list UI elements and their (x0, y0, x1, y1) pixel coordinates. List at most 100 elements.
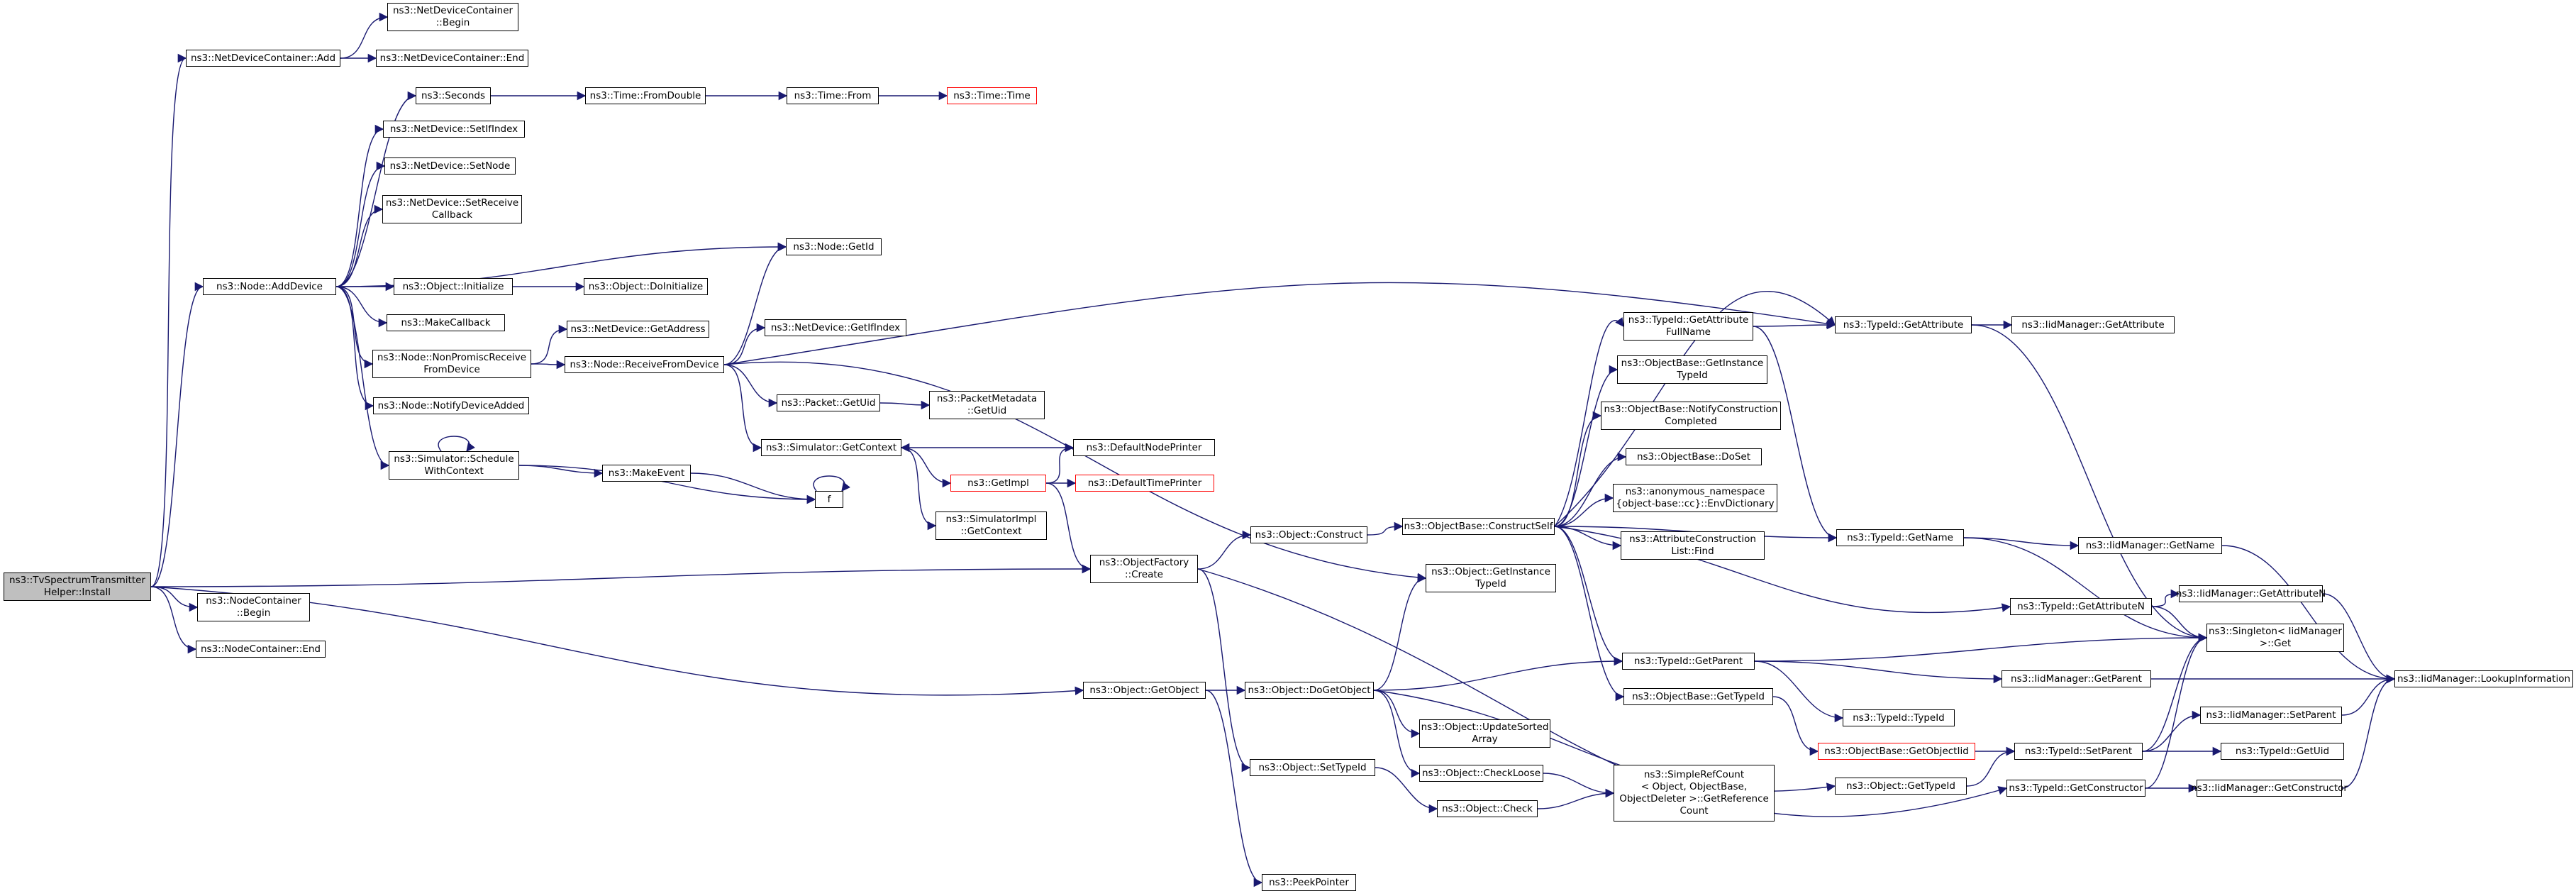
node-def-node-pr[interactable]: ns3::DefaultNodePrinter (1073, 439, 1215, 456)
edge-root-to-add-device (150, 282, 204, 587)
node-construct-self[interactable]: ns3::ObjectBase::ConstructSelf (1402, 518, 1555, 535)
node-recv-from[interactable]: ns3::Node::ReceiveFromDevice (565, 356, 724, 373)
node-obj-init[interactable]: ns3::Object::Initialize (394, 278, 513, 295)
node-tid-get-parent[interactable]: ns3::TypeId::GetParent (1622, 653, 1755, 670)
node-iid-get-parent[interactable]: ns3::IidManager::GetParent (2002, 670, 2151, 687)
node-obj-do-init[interactable]: ns3::Object::DoInitialize (584, 278, 708, 295)
edge-add-device-to-notify-added (335, 286, 374, 411)
edge-tid-get-cons-to-singleton (2145, 633, 2208, 789)
node-tid-get-uid[interactable]: ns3::TypeId::GetUid (2221, 743, 2344, 760)
node-get-addr[interactable]: ns3::NetDevice::GetAddress (567, 321, 709, 338)
node-time-time[interactable]: ns3::Time::Time (947, 87, 1037, 104)
edge-construct-self-to-do-set (1554, 452, 1627, 527)
node-node-get-id[interactable]: ns3::Node::GetId (786, 238, 882, 255)
node-tid-get-attr-n[interactable]: ns3::TypeId::GetAttributeN (2010, 598, 2152, 615)
node-simple-ref[interactable]: ns3::SimpleRefCount < Object, ObjectBase… (1614, 765, 1775, 822)
node-sim-impl-ctx[interactable]: ns3::SimulatorImpl ::GetContext (936, 511, 1047, 540)
node-seconds[interactable]: ns3::Seconds (416, 87, 491, 104)
node-upd-sorted[interactable]: ns3::Object::UpdateSorted Array (1419, 719, 1550, 748)
node-ndc-begin[interactable]: ns3::NetDeviceContainer ::Begin (387, 3, 518, 31)
node-do-set[interactable]: ns3::ObjectBase::DoSet (1626, 448, 1762, 465)
node-notify-added[interactable]: ns3::Node::NotifyDeviceAdded (373, 397, 529, 414)
node-node-cont-begin[interactable]: ns3::NodeContainer ::Begin (197, 593, 310, 621)
edge-tid-get-parent-to-singleton (1754, 633, 2208, 662)
node-iid-get-cons[interactable]: ns3::IidManager::GetConstructor (2191, 780, 2348, 797)
edge-recv-from-to-tid-get-attr (723, 282, 1836, 365)
node-set-recv[interactable]: ns3::NetDevice::SetReceive Callback (382, 195, 522, 223)
node-add-device[interactable]: ns3::Node::AddDevice (203, 278, 336, 295)
edge-non-promisc-to-get-addr (531, 324, 568, 365)
edge-tid-get-parent-to-iid-get-parent (1754, 660, 2003, 684)
edge-tid-get-attr-to-singleton (1971, 324, 2208, 643)
node-def-time-pr[interactable]: ns3::DefaultTimePrinter (1075, 475, 1214, 492)
node-obj-set-tid[interactable]: ns3::Object::SetTypeId (1250, 759, 1375, 776)
edge-iid-set-parent-to-lookup-info (2341, 674, 2396, 716)
node-tid-get-attr[interactable]: ns3::TypeId::GetAttribute (1835, 316, 1972, 333)
node-from-double[interactable]: ns3::Time::FromDouble (585, 87, 706, 104)
edge-non-promisc-to-recv-from (531, 360, 566, 370)
node-notify-cons[interactable]: ns3::ObjectBase::NotifyConstruction Comp… (1601, 402, 1781, 430)
node-tid-get-cons[interactable]: ns3::TypeId::GetConstructor (2006, 780, 2145, 797)
node-get-object-tid[interactable]: ns3::ObjectBase::GetObjectIid (1818, 743, 1975, 760)
edge-add-device-to-set-recv (335, 204, 384, 287)
node-tid-get-name[interactable]: ns3::TypeId::GetName (1836, 529, 1964, 546)
node-peek-ptr[interactable]: ns3::PeekPointer (1262, 874, 1356, 891)
node-node-cont-end[interactable]: ns3::NodeContainer::End (196, 641, 326, 658)
edge-ob-get-tid-to-get-object-tid (1772, 696, 1819, 756)
edge-recv-from-to-node-get-id (723, 242, 787, 365)
edge-attr-full-name-to-tid-get-name (1753, 326, 1838, 543)
node-obj-get-inst-tid[interactable]: ns3::Object::GetInstance TypeId (1426, 564, 1556, 592)
edge-iid-get-name-to-lookup-info (2221, 545, 2396, 684)
edge-construct-self-to-tid-get-attr (1554, 291, 1836, 527)
node-obj-get-tid[interactable]: ns3::Object::GetTypeId (1835, 778, 1967, 795)
node-set-if-index[interactable]: ns3::NetDevice::SetIfIndex (383, 121, 525, 138)
node-iid-get-attr-n[interactable]: ns3::IidManager::GetAttributeN (2176, 585, 2326, 602)
node-env-dict[interactable]: ns3::anonymous_namespace {object-base::c… (1613, 484, 1777, 512)
node-root[interactable]: ns3::TvSpectrumTransmitter Helper::Insta… (4, 573, 151, 601)
edge-tid-set-parent-to-singleton (2142, 633, 2208, 752)
node-pkt-uid[interactable]: ns3::Packet::GetUid (777, 394, 880, 411)
edge-add-device-to-set-node (335, 161, 386, 287)
node-lookup-info[interactable]: ns3::IidManager::LookupInformation (2394, 670, 2573, 687)
edge-tid-get-parent-to-tid-tid (1754, 660, 1844, 723)
node-sched-ctx[interactable]: ns3::Simulator::Schedule WithContext (389, 451, 519, 480)
node-pm-uid[interactable]: ns3::PacketMetadata ::GetUid (929, 391, 1045, 419)
node-iid-set-parent[interactable]: ns3::IidManager::SetParent (2200, 707, 2342, 724)
node-ndc-add[interactable]: ns3::NetDeviceContainer::Add (186, 50, 340, 67)
node-do-get-object[interactable]: ns3::Object::DoGetObject (1245, 682, 1374, 699)
edge-ndc-add-to-ndc-begin (340, 12, 389, 59)
edge-construct-self-to-tid-get-parent (1554, 526, 1623, 666)
node-singleton[interactable]: ns3::Singleton< IidManager >::Get (2206, 624, 2344, 652)
node-obj-get-object[interactable]: ns3::Object::GetObject (1083, 682, 1206, 699)
node-obj-check[interactable]: ns3::Object::Check (1437, 800, 1538, 817)
node-obj-check-loose[interactable]: ns3::Object::CheckLoose (1419, 765, 1543, 782)
node-ndc-end[interactable]: ns3::NetDeviceContainer::End (376, 50, 528, 67)
node-tid-set-parent[interactable]: ns3::TypeId::SetParent (2014, 743, 2143, 760)
node-make-cb[interactable]: ns3::MakeCallback (387, 314, 505, 331)
node-tid-tid[interactable]: ns3::TypeId::TypeId (1843, 709, 1955, 726)
edge-root-to-ndc-add (150, 53, 187, 587)
node-f[interactable]: f (815, 491, 843, 508)
edge-recv-from-to-pkt-uid (723, 364, 778, 408)
edge-do-get-object-to-obj-get-inst-tid (1373, 573, 1427, 691)
edge-root-to-obj-get-object (150, 586, 1084, 696)
node-ob-get-inst-tid[interactable]: ns3::ObjectBase::GetInstance TypeId (1617, 355, 1767, 384)
edge-get-impl-to-def-node-pr (1045, 443, 1075, 484)
node-non-promisc[interactable]: ns3::Node::NonPromiscReceive FromDevice (372, 350, 531, 378)
node-make-event[interactable]: ns3::MakeEvent (602, 465, 691, 482)
node-ob-get-tid[interactable]: ns3::ObjectBase::GetTypeId (1623, 688, 1773, 705)
node-time-from[interactable]: ns3::Time::From (787, 87, 879, 104)
node-attr-full-name[interactable]: ns3::TypeId::GetAttribute FullName (1623, 312, 1753, 341)
node-set-node[interactable]: ns3::NetDevice::SetNode (384, 157, 516, 175)
node-get-if-index[interactable]: ns3::NetDevice::GetIfIndex (765, 319, 906, 336)
edge-construct-self-to-env-dict (1554, 493, 1614, 527)
node-obj-construct[interactable]: ns3::Object::Construct (1250, 526, 1367, 543)
node-sim-ctx[interactable]: ns3::Simulator::GetContext (761, 439, 901, 456)
edge-tid-get-attr-n-to-iid-get-attr-n (2151, 589, 2180, 607)
node-iid-get-attr[interactable]: ns3::IidManager::GetAttribute (2011, 316, 2175, 333)
node-obj-fact-create[interactable]: ns3::ObjectFactory ::Create (1090, 555, 1198, 583)
node-iid-get-name[interactable]: ns3::IidManager::GetName (2078, 537, 2222, 554)
edge-pkt-uid-to-pm-uid (879, 400, 931, 410)
node-get-impl[interactable]: ns3::GetImpl (950, 475, 1046, 492)
node-ac-find[interactable]: ns3::AttributeConstruction List::Find (1621, 531, 1765, 560)
